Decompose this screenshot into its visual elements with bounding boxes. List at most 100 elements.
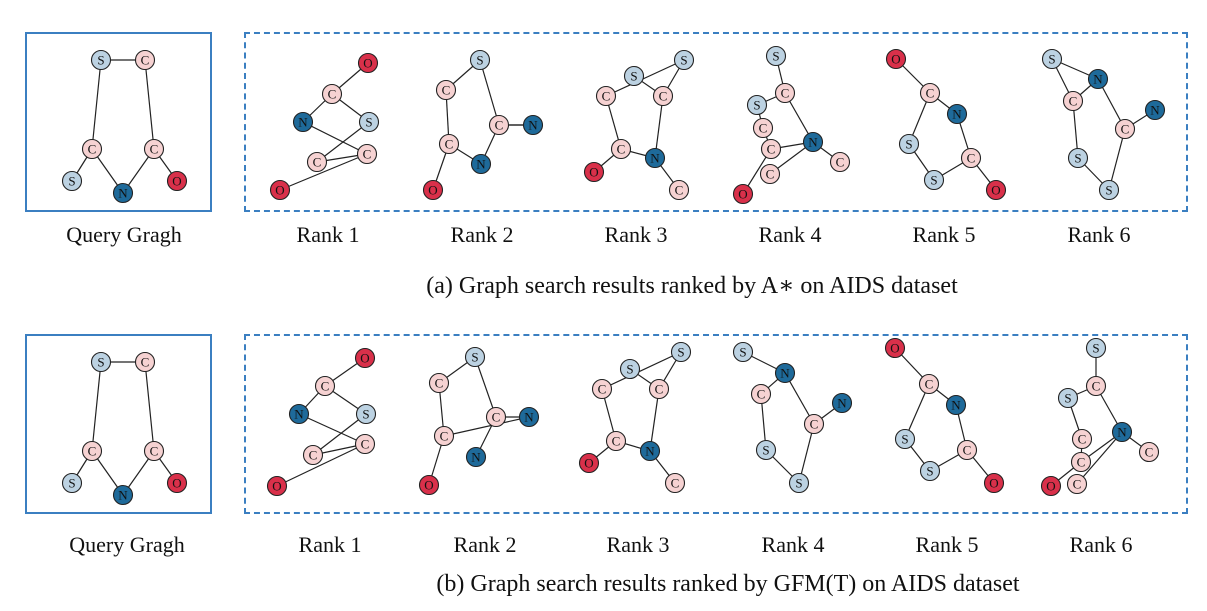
sulfur-node: S xyxy=(898,133,920,155)
svg-text:C: C xyxy=(141,355,150,370)
caption-a: (a) Graph search results ranked by A∗ on… xyxy=(426,273,958,299)
svg-text:C: C xyxy=(781,86,790,101)
oxygen-node: O xyxy=(1040,475,1062,497)
svg-text:O: O xyxy=(584,456,593,471)
oxygen-node: O xyxy=(985,179,1007,201)
carbon-node: C xyxy=(433,425,455,447)
carbon-node: C xyxy=(485,406,507,428)
rank-label: Rank 6 xyxy=(1067,222,1131,247)
sulfur-node: S xyxy=(1067,147,1089,169)
graph-edge xyxy=(298,413,366,445)
sulfur-node: S xyxy=(755,439,777,461)
svg-text:C: C xyxy=(440,429,449,444)
sulfur-node: S xyxy=(619,358,641,380)
svg-text:O: O xyxy=(589,165,598,180)
svg-text:C: C xyxy=(321,379,330,394)
oxygen-node: O xyxy=(354,347,376,369)
svg-text:O: O xyxy=(424,478,433,493)
sulfur-node: S xyxy=(923,169,945,191)
carbon-node: C xyxy=(652,85,674,107)
svg-text:S: S xyxy=(680,53,687,68)
svg-text:O: O xyxy=(275,183,284,198)
results-box xyxy=(244,334,1188,514)
graph-edge xyxy=(1108,128,1126,191)
svg-text:S: S xyxy=(1092,341,1099,356)
nitrogen-node: N xyxy=(831,392,853,414)
svg-text:N: N xyxy=(1093,72,1103,87)
oxygen-node: O xyxy=(357,52,379,74)
nitrogen-node: N xyxy=(946,103,968,125)
carbon-node: C xyxy=(752,117,774,139)
carbon-node: C xyxy=(1071,428,1093,450)
graph-edge xyxy=(443,416,530,437)
nitrogen-node: N xyxy=(292,111,314,133)
svg-text:S: S xyxy=(362,407,369,422)
oxygen-node: O xyxy=(884,337,906,359)
rank-label: Rank 3 xyxy=(606,532,670,557)
carbon-node: C xyxy=(750,383,772,405)
graph-edge xyxy=(312,413,367,456)
carbon-node: C xyxy=(143,440,165,462)
svg-text:S: S xyxy=(626,362,633,377)
carbon-node: C xyxy=(1114,118,1136,140)
carbon-node: C xyxy=(610,138,632,160)
sulfur-node: S xyxy=(894,428,916,450)
svg-text:S: S xyxy=(97,355,104,370)
query-label: Query Gragh xyxy=(66,222,182,247)
sulfur-node: S xyxy=(61,170,83,192)
svg-text:S: S xyxy=(365,115,372,130)
carbon-node: C xyxy=(1070,451,1092,473)
svg-text:C: C xyxy=(1069,94,1078,109)
nitrogen-node: N xyxy=(802,131,824,153)
svg-text:S: S xyxy=(772,49,779,64)
svg-text:N: N xyxy=(1117,425,1127,440)
svg-text:C: C xyxy=(602,89,611,104)
carbon-node: C xyxy=(81,440,103,462)
carbon-node: C xyxy=(595,85,617,107)
nitrogen-node: N xyxy=(112,182,134,204)
rank-label: Rank 3 xyxy=(604,222,668,247)
svg-text:C: C xyxy=(675,183,684,198)
sulfur-node: S xyxy=(355,403,377,425)
carbon-node: C xyxy=(605,430,627,452)
carbon-node: C xyxy=(760,138,782,160)
sulfur-node: S xyxy=(1057,387,1079,409)
svg-text:N: N xyxy=(471,450,481,465)
carbon-node: C xyxy=(81,138,103,160)
graph-edge xyxy=(605,59,685,97)
graph-edge xyxy=(279,153,368,191)
graph-edge xyxy=(601,351,682,390)
sulfur-node: S xyxy=(1085,337,1107,359)
nitrogen-node: N xyxy=(470,153,492,175)
sulfur-node: S xyxy=(623,65,645,87)
svg-text:C: C xyxy=(1073,477,1082,492)
svg-text:C: C xyxy=(757,387,766,402)
carbon-node: C xyxy=(1138,441,1160,463)
svg-text:C: C xyxy=(328,87,337,102)
nitrogen-node: N xyxy=(465,446,487,468)
graph-edge xyxy=(91,59,102,150)
svg-text:S: S xyxy=(739,345,746,360)
rank-label: Rank 5 xyxy=(915,532,979,557)
svg-text:C: C xyxy=(655,382,664,397)
graph-edge xyxy=(649,388,660,452)
svg-text:O: O xyxy=(1046,479,1055,494)
svg-text:S: S xyxy=(930,173,937,188)
graph-edge xyxy=(479,59,500,126)
svg-text:O: O xyxy=(989,476,998,491)
carbon-node: C xyxy=(1066,473,1088,495)
svg-text:C: C xyxy=(967,151,976,166)
query-graph-box xyxy=(25,334,212,514)
nitrogen-node: N xyxy=(518,406,540,428)
svg-text:C: C xyxy=(671,476,680,491)
svg-text:S: S xyxy=(762,443,769,458)
svg-text:C: C xyxy=(766,167,775,182)
